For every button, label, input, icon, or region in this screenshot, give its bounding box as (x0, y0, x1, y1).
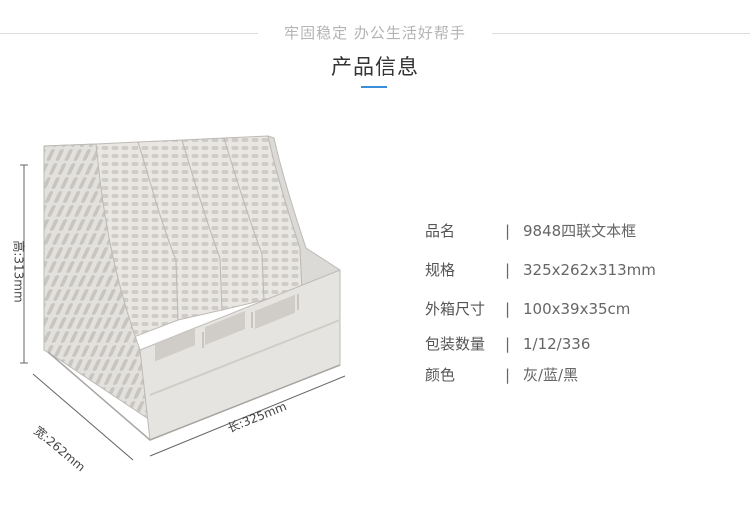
title-underline (361, 86, 387, 88)
spec-value: 9848四联文本框 (523, 222, 637, 240)
spec-value: 灰/蓝/黑 (523, 366, 579, 384)
spec-label: 颜色 (425, 366, 456, 384)
spec-label: 规格 (425, 261, 456, 279)
height-dimension-label: 高:313mm (11, 240, 26, 303)
header-rule-right (492, 33, 750, 34)
section-title: 产品信息 (331, 55, 419, 79)
file-organizer-image (20, 135, 346, 461)
tagline: 牢固稳定 办公生活好帮手 (284, 24, 466, 42)
spec-separator: | (505, 300, 511, 318)
spec-separator: | (505, 366, 511, 384)
spec-value: 100x39x35cm (523, 300, 631, 318)
spec-label: 外箱尺寸 (425, 300, 486, 318)
spec-row-name: 品名 | 9848四联文本框 (425, 220, 636, 242)
spec-value: 325x262x313mm (523, 261, 656, 279)
spec-value: 1/12/336 (523, 335, 591, 353)
spec-label: 包装数量 (425, 335, 486, 353)
spec-separator: | (505, 335, 511, 353)
spec-row-quantity: 包装数量 | 1/12/336 (425, 333, 590, 355)
header-rule-left (0, 33, 258, 34)
spec-separator: | (505, 261, 511, 279)
spec-label: 品名 (425, 222, 456, 240)
spec-row-color: 颜色 | 灰/蓝/黑 (425, 364, 578, 386)
spec-row-carton: 外箱尺寸 | 100x39x35cm (425, 298, 630, 320)
spec-separator: | (505, 222, 511, 240)
spec-row-size: 规格 | 325x262x313mm (425, 259, 656, 281)
